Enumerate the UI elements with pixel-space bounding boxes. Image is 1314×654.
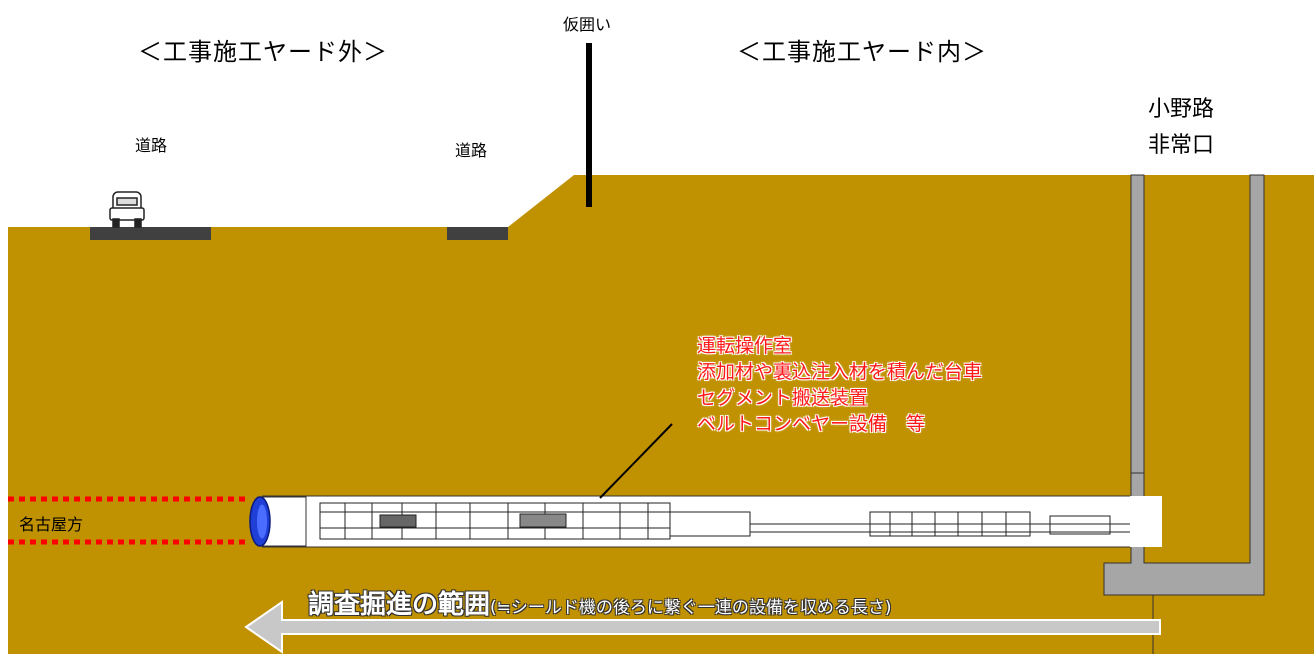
leader-line	[599, 423, 673, 499]
portal-label-line2: 非常口	[1148, 133, 1215, 158]
range-label: 調査掘進の範囲(≒シールド機の後ろに繋ぐ一連の設備を収める長さ)	[308, 584, 892, 621]
equipment-item: 運転操作室	[697, 335, 793, 357]
portal-label: 小野路 非常口	[1148, 92, 1214, 164]
car-icon	[109, 191, 145, 228]
road-surface-1	[90, 227, 211, 240]
equipment-item: 添加材や裏込注入材を積んだ台車	[697, 361, 983, 383]
shield-machine-icon	[249, 496, 307, 547]
road-surface-2	[447, 227, 508, 240]
equipment-item: セグメント搬送装置	[697, 387, 869, 409]
fence-post	[586, 43, 592, 207]
heading-inside-yard: ＜工事施工ヤード内＞	[737, 38, 987, 66]
portal-label-line1: 小野路	[1148, 97, 1215, 122]
road-label-2: 道路	[455, 141, 488, 160]
heading-outside-yard: ＜工事施工ヤード外＞	[138, 38, 388, 66]
arrow-left-icon	[244, 600, 1161, 654]
equipment-item: ベルトコンベヤー設備 等	[697, 413, 926, 435]
equipment-list: 運転操作室 添加材や裏込注入材を積んだ台車 セグメント搬送装置 ベルトコンベヤー…	[697, 333, 982, 437]
range-note: (≒シールド機の後ろに繋ぐ一連の設備を収める長さ)	[490, 598, 892, 618]
fence-label: 仮囲い	[563, 15, 612, 34]
range-title: 調査掘進の範囲	[308, 590, 491, 620]
direction-label: 名古屋方	[19, 515, 84, 534]
road-label-1: 道路	[135, 136, 168, 155]
backup-equipment	[319, 502, 1130, 540]
